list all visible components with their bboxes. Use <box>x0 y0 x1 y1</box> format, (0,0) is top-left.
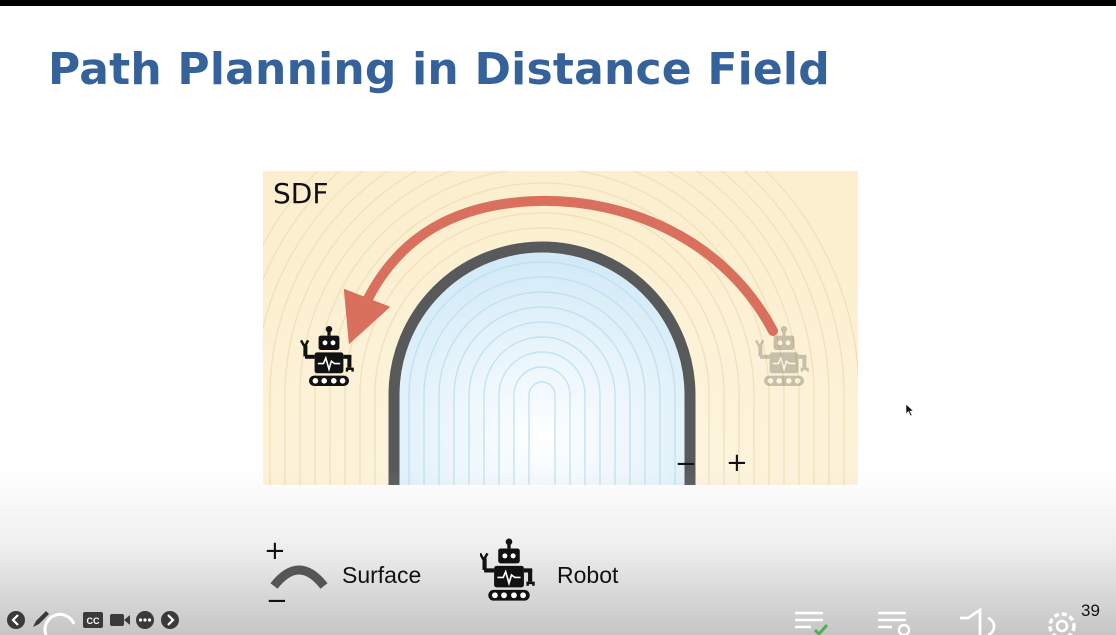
sdf-figure-graphic <box>263 171 858 485</box>
camera-icon[interactable] <box>109 612 131 628</box>
planned-path-arrow <box>343 195 778 345</box>
inside-contours <box>408 261 676 485</box>
arrow-left-icon[interactable] <box>6 610 26 630</box>
legend-surface-label: Surface <box>342 562 422 588</box>
inside-region <box>394 247 690 485</box>
legend-surface-minus: − <box>266 586 288 616</box>
surface-arc-icon <box>270 558 328 595</box>
loading-spinner-icon <box>42 610 78 635</box>
legend-robot-label: Robot <box>557 562 619 588</box>
slide-title: Path Planning in Distance Field <box>48 44 830 95</box>
legend-surface-plus: + <box>264 536 286 566</box>
volume-icon[interactable] <box>958 608 998 635</box>
window-top-bar <box>0 0 1116 6</box>
sdf-figure: SDF − + <box>263 171 858 485</box>
page-number: 39 <box>1081 601 1100 620</box>
settings-icon[interactable] <box>1042 606 1082 635</box>
player-overlay-gradient <box>0 470 1116 635</box>
more-icon[interactable] <box>135 610 155 630</box>
surface-boundary <box>388 241 696 485</box>
closed-captions-text: CC <box>87 616 100 626</box>
arrow-right-icon[interactable] <box>160 610 180 630</box>
playlist-check-icon[interactable] <box>793 610 829 635</box>
playlist-search-icon[interactable] <box>876 610 912 635</box>
mouse-cursor-icon <box>905 403 915 422</box>
robot-icon <box>478 534 538 611</box>
pen-icon[interactable] <box>30 608 52 630</box>
robot-start-icon <box>299 326 354 386</box>
robot-goal-icon <box>754 326 809 386</box>
closed-captions-icon[interactable]: CC <box>82 611 104 629</box>
sdf-label: SDF <box>273 177 329 210</box>
